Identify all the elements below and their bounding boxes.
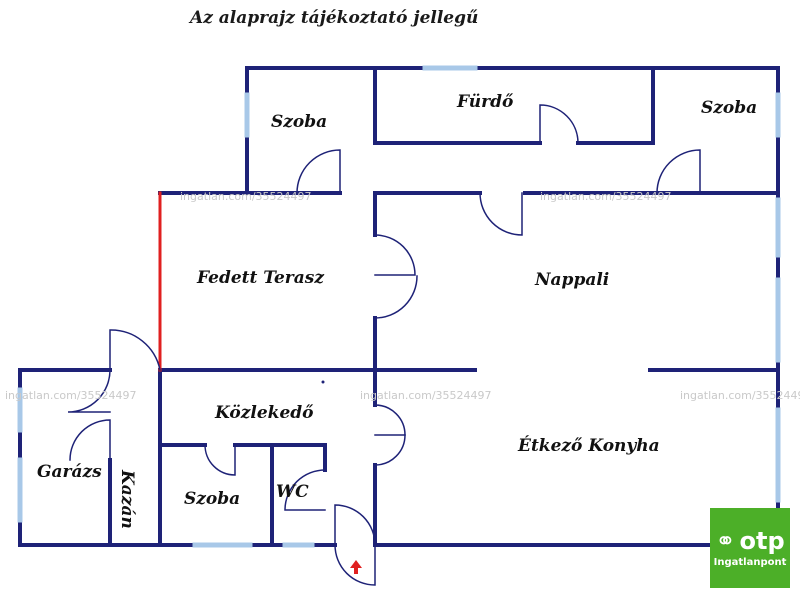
logo-brand: otp	[739, 526, 785, 555]
watermark: ingatlan.com/35524497	[360, 389, 492, 402]
windows	[17, 65, 781, 548]
room-etkezo-konyha: Étkező Konyha	[518, 436, 660, 456]
marker-dot	[321, 380, 325, 384]
watermark: ingatlan.com/35524497	[5, 389, 137, 402]
otp-logo-icon: ⚭	[715, 526, 736, 555]
room-garazs: Garázs	[37, 462, 102, 482]
room-fedett-terasz: Fedett Terasz	[197, 268, 324, 288]
room-kazan: Kazán	[117, 470, 137, 529]
room-wc: WC	[276, 482, 309, 502]
plan-title: Az alaprajz tájékoztató jellegű	[190, 8, 479, 28]
room-szoba-right: Szoba	[701, 98, 758, 118]
watermark: ingatlan.com/35524497	[680, 389, 800, 402]
watermark: ingatlan.com/35524497	[180, 190, 312, 203]
room-szoba-left: Szoba	[271, 112, 328, 132]
room-szoba-bottom: Szoba	[184, 489, 241, 509]
room-furdo: Fürdő	[457, 92, 514, 112]
entrance-arrow-icon	[350, 560, 362, 574]
room-kozlekedo: Közlekedő	[215, 403, 314, 423]
room-nappali: Nappali	[535, 270, 610, 290]
otp-ingatlanpont-logo: ⚭ otp Ingatlanpont	[710, 508, 790, 588]
doors	[67, 104, 701, 586]
watermark: ingatlan.com/35524497	[540, 190, 672, 203]
logo-subtitle: Ingatlanpont	[713, 556, 787, 568]
